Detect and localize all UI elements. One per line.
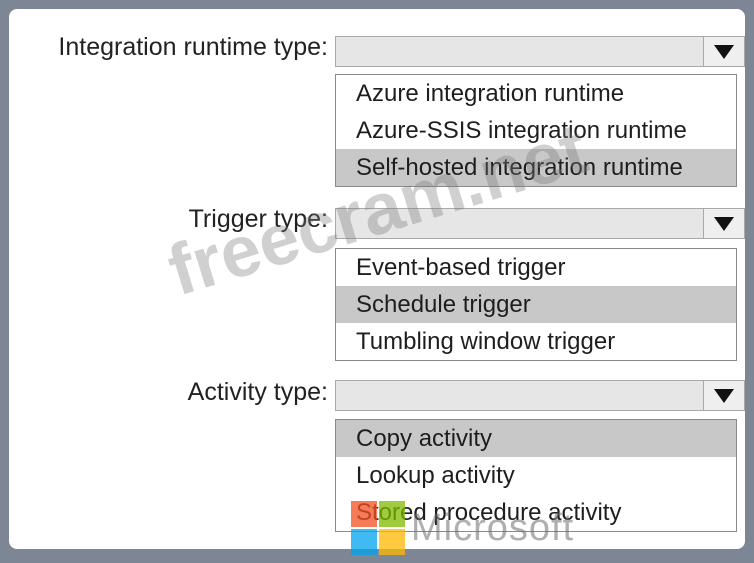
triangle-down-icon xyxy=(714,216,734,231)
option-copy-activity[interactable]: Copy activity xyxy=(336,420,736,457)
activity-type-options: Copy activity Lookup activity Stored pro… xyxy=(335,419,737,532)
trigger-type-label: Trigger type: xyxy=(188,205,328,233)
trigger-type-dropdown[interactable] xyxy=(335,208,745,239)
option-azure-integration-runtime[interactable]: Azure integration runtime xyxy=(356,80,625,107)
option-self-hosted-integration-runtime[interactable]: Self-hosted integration runtime xyxy=(336,149,736,186)
triangle-down-icon xyxy=(714,388,734,403)
integration-runtime-type-label: Integration runtime type: xyxy=(58,33,328,61)
integration-runtime-type-dropdown[interactable] xyxy=(335,36,745,67)
triangle-down-icon xyxy=(714,44,734,59)
dropdown-arrow-button[interactable] xyxy=(703,209,744,238)
activity-type-label: Activity type: xyxy=(187,378,328,406)
dropdown-arrow-button[interactable] xyxy=(703,381,744,410)
option-azure-ssis-integration-runtime[interactable]: Azure-SSIS integration runtime xyxy=(356,117,687,144)
trigger-type-options: Event-based trigger Schedule trigger Tum… xyxy=(335,248,737,361)
option-stored-procedure-activity[interactable]: Stored procedure activity xyxy=(356,499,622,526)
answer-area-panel: Integration runtime type: Azure integrat… xyxy=(9,9,745,555)
dropdown-arrow-button[interactable] xyxy=(703,37,744,66)
option-schedule-trigger[interactable]: Schedule trigger xyxy=(336,286,736,323)
activity-type-dropdown[interactable] xyxy=(335,380,745,411)
integration-runtime-type-options: Azure integration runtime Azure-SSIS int… xyxy=(335,74,737,187)
option-lookup-activity[interactable]: Lookup activity xyxy=(356,462,515,489)
option-tumbling-window-trigger[interactable]: Tumbling window trigger xyxy=(356,328,616,355)
option-event-based-trigger[interactable]: Event-based trigger xyxy=(356,254,566,281)
